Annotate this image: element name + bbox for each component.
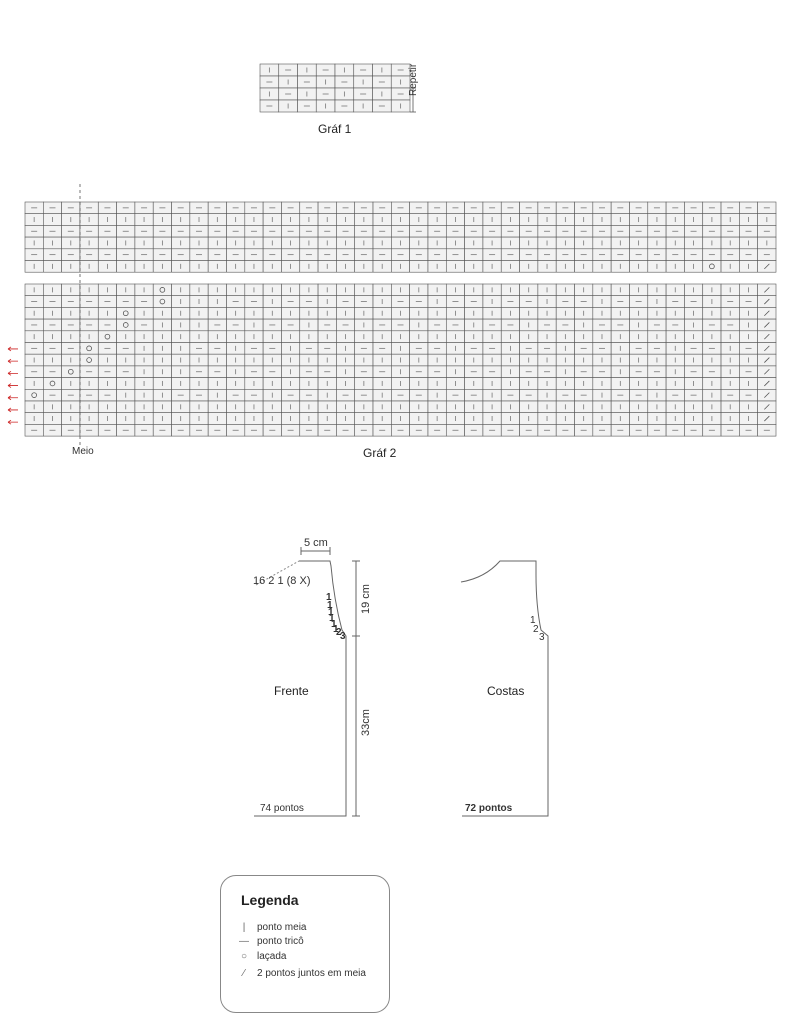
chart2-lower-cell — [79, 342, 99, 355]
chart1-caption: Gráf 1 — [318, 122, 352, 136]
legend-item-k2tog: ⁄ 2 pontos juntos em meia — [235, 968, 366, 982]
row-direction-arrow — [7, 407, 18, 413]
front-dimension-lines — [300, 547, 360, 817]
k2tog-icon: ⁄ — [243, 968, 245, 979]
k2tog-mark — [764, 345, 770, 352]
yarn-over-mark — [122, 310, 129, 317]
row-direction-arrow — [7, 358, 18, 364]
yarn-over-mark — [86, 345, 92, 352]
chart2-middle-label: Meio — [72, 446, 94, 457]
k2tog-mark — [764, 368, 770, 375]
legend-item-label: ponto tricô — [257, 936, 304, 947]
k2tog-mark — [764, 333, 770, 340]
front-bottom-label: 74 pontos — [260, 803, 304, 814]
yarn-over-mark — [49, 380, 56, 387]
front-curve-number: 1 — [331, 619, 337, 630]
back-bottom-label: 72 pontos — [465, 803, 513, 814]
row-direction-arrow — [7, 346, 18, 352]
chart2-grid — [7, 184, 777, 445]
legend-item-label: ponto meia — [257, 922, 307, 933]
legend-item-label: laçada — [257, 951, 287, 962]
chart2-caption: Gráf 2 — [363, 446, 397, 460]
k2tog-mark — [764, 310, 770, 317]
front-curve-number: 1 — [333, 624, 339, 635]
garment-schematics — [254, 547, 549, 817]
chart2-lower-cell — [152, 295, 172, 308]
row-direction-arrow — [7, 419, 18, 425]
front-curve-number: 1 — [326, 592, 332, 603]
chart1-grid — [259, 63, 416, 113]
front-shoulder-label: 19 cm — [360, 584, 372, 614]
front-neck-numbers: 16 2 1 (8 X) — [253, 575, 311, 587]
yarn-over-icon: ○ — [240, 951, 248, 962]
row-direction-arrow — [7, 371, 18, 376]
k2tog-mark — [764, 357, 770, 363]
legend-item-yarn-over: ○ laçada — [235, 951, 287, 965]
yarn-over-mark — [159, 298, 166, 305]
chart2-lower-cell — [61, 365, 81, 378]
legend-item-purl: — ponto tricô — [235, 936, 304, 950]
front-title: Frente — [274, 684, 309, 698]
yarn-over-mark — [67, 368, 74, 375]
chart2-lower-cell — [24, 388, 44, 402]
k2tog-mark — [764, 322, 770, 328]
legend-title: Legenda — [241, 892, 299, 908]
chart2-lower-cell — [43, 377, 62, 390]
k2tog-mark — [764, 404, 770, 410]
front-piece-outline — [254, 560, 347, 817]
k2tog-mark — [764, 263, 770, 270]
k2tog-mark — [764, 298, 770, 305]
knit-stitch-icon: | — [242, 922, 246, 933]
back-curve-number: 1 — [530, 615, 536, 626]
front-curve-number: 2 — [336, 627, 342, 638]
front-width-label: 5 cm — [304, 537, 328, 549]
legend-item-knit: | ponto meia — [235, 922, 307, 936]
k2tog-mark — [764, 380, 770, 387]
chart2-lower-cell — [79, 353, 99, 367]
chart2-upper-cell — [702, 260, 722, 273]
yarn-over-mark — [86, 357, 92, 363]
chart2-lower-cell — [116, 307, 136, 320]
back-curve-number: 2 — [533, 624, 539, 635]
yarn-over-mark — [104, 333, 111, 340]
chart1-repeat-label: Repetir — [408, 63, 419, 96]
row-direction-arrow — [7, 383, 18, 388]
legend-item-label: 2 pontos juntos em meia — [257, 968, 366, 979]
legend-box: Legenda | ponto meia — ponto tricô ○ laçada… — [220, 875, 390, 1013]
chart2-lower-cell — [97, 330, 117, 343]
back-title: Costas — [487, 684, 525, 698]
front-curve-number: 3 — [340, 631, 346, 642]
back-curve-number: 3 — [539, 632, 545, 643]
yarn-over-mark — [709, 263, 715, 270]
yarn-over-mark — [122, 322, 129, 328]
back-piece-outline — [460, 560, 549, 817]
front-curve-number: 1 — [327, 600, 333, 611]
k2tog-mark — [764, 415, 770, 422]
front-body-label: 33cm — [360, 709, 372, 736]
k2tog-mark — [764, 287, 770, 293]
yarn-over-mark — [31, 392, 37, 398]
yarn-over-mark — [159, 287, 166, 293]
k2tog-mark — [764, 392, 770, 398]
row-direction-arrow — [7, 395, 18, 401]
chart2-lower-cell — [116, 318, 136, 332]
chart2-lower-cell — [152, 283, 172, 296]
purl-stitch-icon: — — [239, 936, 249, 947]
front-curve-number: 1 — [328, 607, 334, 618]
front-curve-number: 1 — [329, 613, 335, 624]
